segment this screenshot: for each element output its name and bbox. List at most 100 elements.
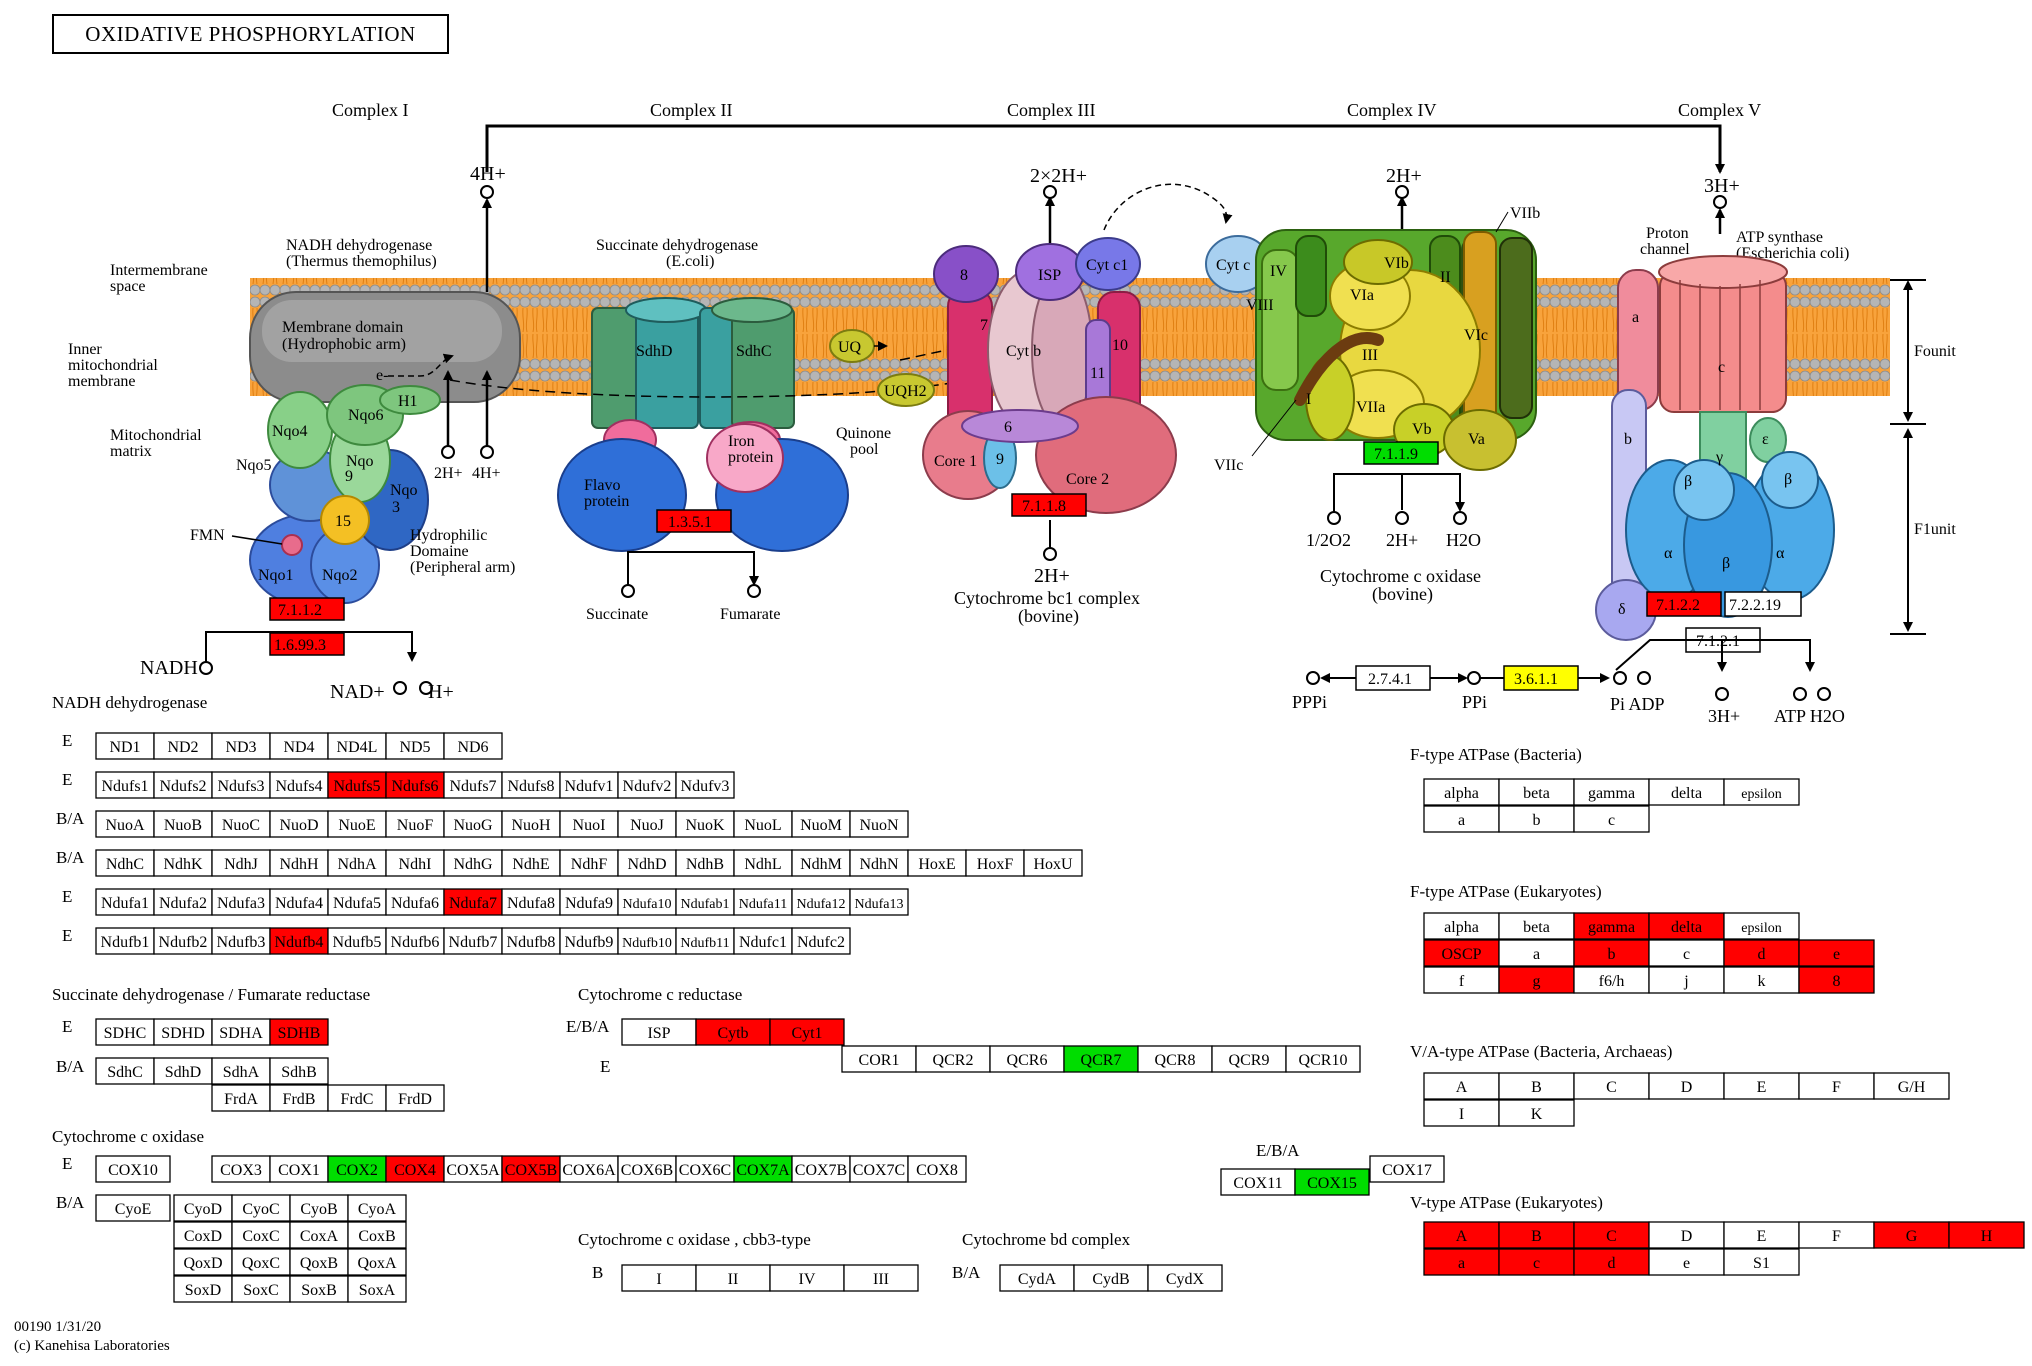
gene-cell[interactable] bbox=[95, 1018, 155, 1046]
gene-cell[interactable] bbox=[211, 810, 271, 838]
gene-cell[interactable] bbox=[173, 1248, 233, 1276]
gene-cell[interactable] bbox=[675, 888, 735, 916]
gene-cell[interactable] bbox=[153, 1018, 213, 1046]
gene-cell[interactable] bbox=[95, 810, 155, 838]
gene-cell[interactable] bbox=[289, 1221, 349, 1249]
gene-cell[interactable] bbox=[95, 732, 155, 760]
gene-cell[interactable] bbox=[289, 1275, 349, 1303]
gene-cell[interactable] bbox=[173, 1194, 233, 1222]
gene-cell[interactable] bbox=[1423, 1248, 1500, 1276]
gene-cell[interactable] bbox=[769, 1264, 845, 1292]
gene-cell[interactable] bbox=[153, 771, 213, 799]
gene-cell[interactable] bbox=[1423, 1099, 1500, 1127]
gene-cell[interactable] bbox=[791, 849, 851, 877]
gene-cell[interactable] bbox=[617, 849, 677, 877]
gene-cell[interactable] bbox=[1285, 1045, 1361, 1073]
gene-cell[interactable] bbox=[849, 849, 909, 877]
gene-cell[interactable] bbox=[211, 1018, 271, 1046]
gene-cell[interactable] bbox=[231, 1248, 291, 1276]
gene-cell[interactable] bbox=[153, 1057, 213, 1085]
gene-cell[interactable] bbox=[1369, 1155, 1445, 1183]
gene-cell[interactable] bbox=[269, 732, 329, 760]
gene-cell[interactable] bbox=[443, 771, 503, 799]
gene-cell[interactable] bbox=[1873, 1072, 1950, 1100]
gene-cell[interactable] bbox=[231, 1275, 291, 1303]
gene-cell[interactable] bbox=[617, 1155, 677, 1183]
gene-cell[interactable] bbox=[443, 1155, 503, 1183]
gene-cell[interactable] bbox=[791, 927, 851, 955]
gene-cell[interactable] bbox=[385, 888, 445, 916]
gene-cell[interactable] bbox=[1137, 1045, 1213, 1073]
gene-cell[interactable] bbox=[211, 927, 271, 955]
gene-cell[interactable] bbox=[843, 1264, 919, 1292]
gene-cell[interactable] bbox=[1723, 1248, 1800, 1276]
gene-cell[interactable] bbox=[733, 1155, 793, 1183]
gene-cell[interactable] bbox=[95, 1155, 171, 1183]
gene-cell[interactable] bbox=[733, 888, 793, 916]
gene-cell[interactable] bbox=[269, 771, 329, 799]
ec-2-7-4-1[interactable] bbox=[1355, 665, 1431, 691]
gene-cell[interactable] bbox=[443, 732, 503, 760]
gene-cell[interactable] bbox=[849, 1155, 909, 1183]
gene-cell[interactable] bbox=[849, 810, 909, 838]
gene-cell[interactable] bbox=[443, 888, 503, 916]
gene-cell[interactable] bbox=[1498, 1099, 1575, 1127]
gene-cell[interactable] bbox=[95, 849, 155, 877]
gene-cell[interactable] bbox=[1220, 1168, 1296, 1196]
gene-cell[interactable] bbox=[269, 1155, 329, 1183]
gene-cell[interactable] bbox=[1023, 849, 1083, 877]
gene-cell[interactable] bbox=[559, 1155, 619, 1183]
gene-cell[interactable] bbox=[559, 927, 619, 955]
gene-cell[interactable] bbox=[1498, 1072, 1575, 1100]
gene-cell[interactable] bbox=[1423, 1221, 1500, 1249]
gene-cell[interactable] bbox=[1648, 1072, 1725, 1100]
gene-cell[interactable] bbox=[1498, 1221, 1575, 1249]
gene-cell[interactable] bbox=[559, 849, 619, 877]
gene-cell[interactable] bbox=[173, 1221, 233, 1249]
gene-cell[interactable] bbox=[733, 849, 793, 877]
gene-cell[interactable] bbox=[443, 849, 503, 877]
gene-cell[interactable] bbox=[617, 771, 677, 799]
gene-cell[interactable] bbox=[559, 888, 619, 916]
gene-cell[interactable] bbox=[231, 1194, 291, 1222]
gene-cell[interactable] bbox=[269, 888, 329, 916]
gene-cell[interactable] bbox=[173, 1275, 233, 1303]
gene-cell[interactable] bbox=[791, 888, 851, 916]
gene-cell[interactable] bbox=[1798, 966, 1875, 994]
gene-cell[interactable] bbox=[153, 849, 213, 877]
gene-cell[interactable] bbox=[999, 1264, 1075, 1292]
gene-cell[interactable] bbox=[1063, 1045, 1139, 1073]
ec-7-2-2-19[interactable] bbox=[1724, 591, 1802, 617]
gene-cell[interactable] bbox=[769, 1018, 845, 1046]
gene-cell[interactable] bbox=[1873, 1221, 1950, 1249]
gene-cell[interactable] bbox=[501, 771, 561, 799]
gene-cell[interactable] bbox=[1573, 1072, 1650, 1100]
ec-7-1-1-2[interactable] bbox=[269, 597, 345, 621]
gene-cell[interactable] bbox=[1423, 805, 1500, 833]
gene-cell[interactable] bbox=[1423, 778, 1500, 806]
gene-cell[interactable] bbox=[501, 849, 561, 877]
gene-cell[interactable] bbox=[621, 1018, 697, 1046]
gene-cell[interactable] bbox=[153, 888, 213, 916]
gene-cell[interactable] bbox=[1723, 939, 1800, 967]
gene-cell[interactable] bbox=[95, 1194, 171, 1222]
gene-cell[interactable] bbox=[791, 1155, 851, 1183]
gene-cell[interactable] bbox=[153, 927, 213, 955]
gene-cell[interactable] bbox=[989, 1045, 1065, 1073]
gene-cell[interactable] bbox=[1573, 1248, 1650, 1276]
gene-cell[interactable] bbox=[1723, 912, 1800, 940]
gene-cell[interactable] bbox=[385, 771, 445, 799]
gene-cell[interactable] bbox=[269, 1084, 329, 1112]
gene-cell[interactable] bbox=[1498, 966, 1575, 994]
gene-cell[interactable] bbox=[1573, 805, 1650, 833]
gene-cell[interactable] bbox=[327, 1155, 387, 1183]
ec-7-1-1-9[interactable] bbox=[1363, 441, 1439, 465]
gene-cell[interactable] bbox=[907, 1155, 967, 1183]
gene-cell[interactable] bbox=[1948, 1221, 2025, 1249]
gene-cell[interactable] bbox=[347, 1221, 407, 1249]
gene-cell[interactable] bbox=[501, 927, 561, 955]
gene-cell[interactable] bbox=[327, 927, 387, 955]
ec-7-1-2-2[interactable] bbox=[1646, 591, 1722, 617]
gene-cell[interactable] bbox=[211, 888, 271, 916]
gene-cell[interactable] bbox=[269, 1057, 329, 1085]
